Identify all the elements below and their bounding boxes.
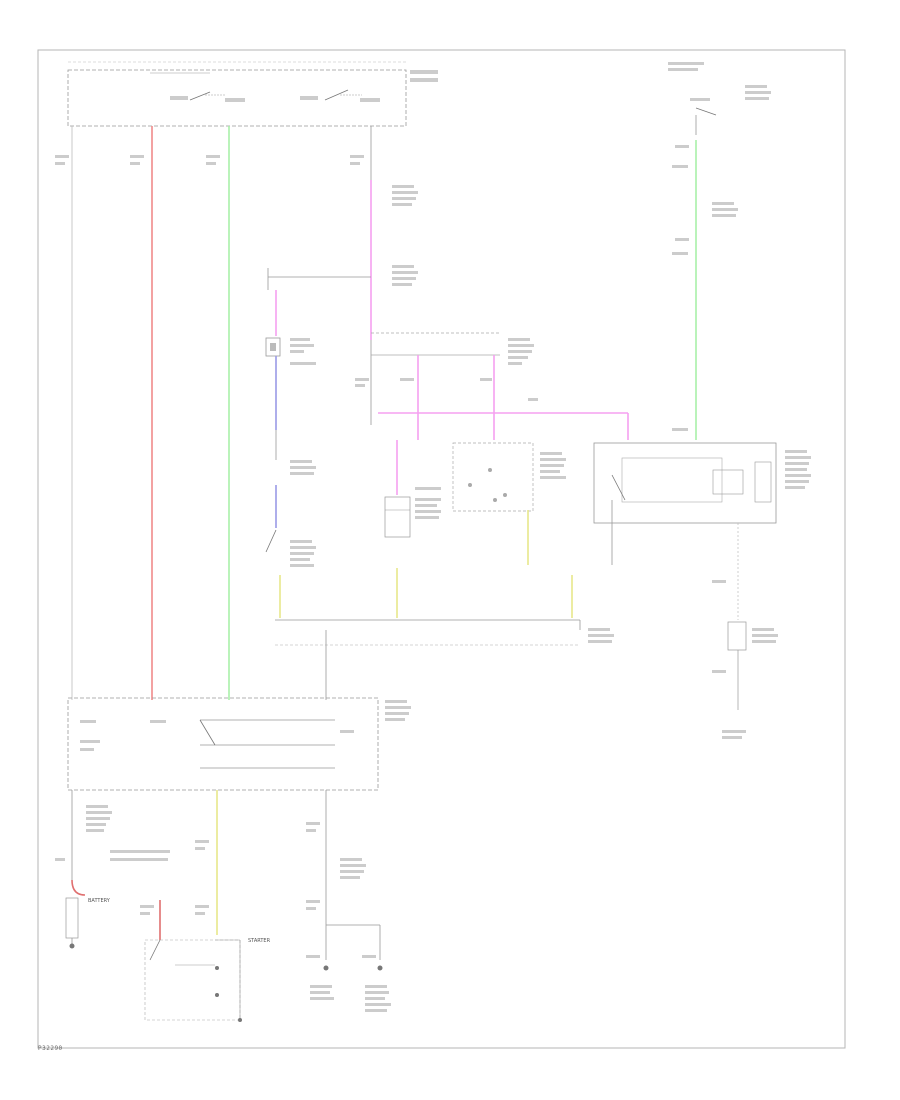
connector-right — [727, 621, 747, 651]
control-module — [593, 442, 811, 565]
labels-green-right — [672, 145, 738, 431]
labels-left-branch — [290, 338, 316, 567]
right-top-labels — [668, 62, 771, 101]
diagram-border — [37, 49, 846, 1049]
battery-label: BATTERY — [88, 898, 111, 904]
relay-component — [384, 487, 441, 538]
figure-id: P32290 — [38, 1045, 63, 1052]
battery: BATTERY — [65, 879, 111, 949]
labels-lower-left — [55, 805, 170, 861]
starter-label: STARTER — [248, 938, 271, 944]
top-relay-block — [67, 61, 438, 127]
connector-labels-center — [392, 185, 418, 286]
labels-yellow-lower — [140, 840, 209, 915]
lower-relay-block — [67, 697, 411, 791]
labels-lower-center — [306, 822, 391, 1012]
labels-ground-bus — [588, 628, 614, 643]
labels-pink-section — [355, 338, 538, 401]
top-wire-labels — [55, 155, 364, 165]
sensor-box — [452, 442, 566, 512]
starter: STARTER — [144, 938, 271, 1022]
labels-right-lower — [712, 580, 778, 739]
